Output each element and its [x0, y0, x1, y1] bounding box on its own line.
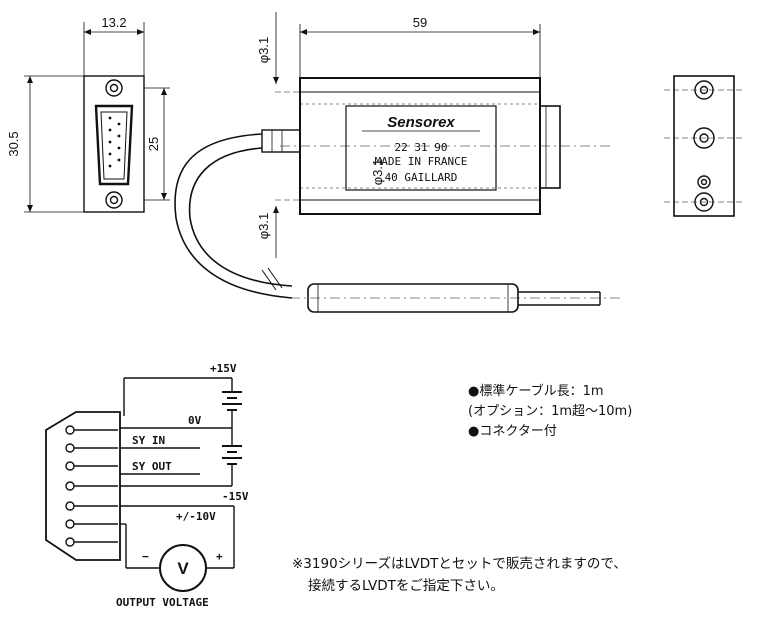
dim-hole-top: φ3.1: [256, 37, 271, 64]
note-connector: ●コネクター付: [468, 424, 557, 439]
cable-and-probe: [174, 133, 620, 313]
label-0v: 0V: [188, 414, 202, 427]
dim-body-length: 59: [413, 15, 427, 30]
label-out-range: +/-10V: [176, 510, 216, 523]
brand-logo: Sensorex: [387, 114, 455, 131]
spec-notes: ●標準ケーブル長：1m (オプション：1m超〜10m) ●コネクター付: [468, 382, 632, 442]
dim-connector-pitch: 25: [146, 137, 161, 151]
note-cable-option: (オプション：1m超〜10m): [468, 404, 633, 419]
remark-line-2: 接続するLVDTをご指定下さい。: [308, 578, 504, 594]
dim-connector-width: 13.2: [101, 15, 126, 30]
dim-connector-height: 30.5: [6, 131, 21, 156]
end-view: [664, 75, 744, 217]
dim-hole-bottom: φ3.1: [256, 213, 271, 240]
dim-hole-mid: φ3.1: [370, 159, 385, 186]
label-minus15v: -15V: [222, 490, 249, 503]
note-cable-length: ●標準ケーブル長：1m: [468, 384, 604, 399]
plate-line-2: MADE IN FRANCE: [375, 155, 468, 168]
label-sy-in: SY IN: [132, 434, 165, 447]
plate-line-3: 40 GAILLARD: [385, 171, 458, 184]
connector-front-view: [24, 22, 170, 213]
transducer-body-view: [261, 12, 610, 258]
connector-pins: [108, 116, 121, 168]
voltmeter-symbol: V: [177, 559, 189, 578]
meter-minus-sign: −: [142, 550, 149, 563]
meter-plus-sign: +: [216, 550, 223, 563]
wiring-diagram: [45, 377, 242, 592]
label-sy-out: SY OUT: [132, 460, 172, 473]
wiring-connector-pins: [65, 425, 75, 547]
plate-line-1: 22 31 90: [395, 141, 448, 154]
remark: ※3190シリーズはLVDTとセットで販売されますので、 接続するLVDTをご指…: [292, 553, 627, 597]
label-output-voltage: OUTPUT VOLTAGE: [116, 596, 209, 609]
remark-line-1: ※3190シリーズはLVDTとセットで販売されますので、: [292, 556, 627, 572]
label-plus15v: +15V: [210, 362, 237, 375]
